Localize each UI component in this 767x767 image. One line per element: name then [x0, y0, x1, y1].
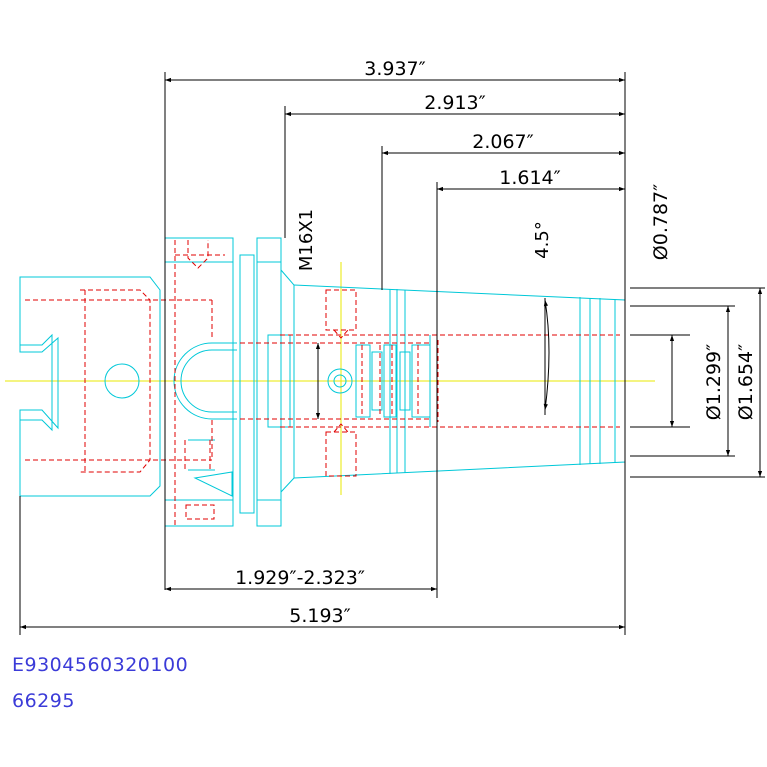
dim-nose-dia-large: Ø1.654″: [735, 344, 757, 420]
dim-gauge-range: 1.929″-2.323″: [235, 567, 365, 589]
dim-length-mid: 2.067″: [472, 131, 534, 153]
dimension-lines: [19, 72, 765, 635]
dim-thread: M16X1: [296, 209, 317, 271]
dim-overall-length-top: 3.937″: [364, 58, 426, 80]
part-code: 66295: [12, 690, 75, 712]
dim-bore-dia: Ø0.787″: [650, 184, 672, 260]
part-number: E9304560320100: [12, 654, 189, 676]
dim-overall-length: 5.193″: [289, 605, 351, 627]
hidden-lines: [25, 240, 620, 525]
dim-taper-angle: 4.5°: [532, 221, 553, 259]
dim-nose-dia-small: Ø1.299″: [703, 344, 725, 420]
dim-length-from-flange: 2.913″: [424, 92, 486, 114]
holder-body-outline: [19, 237, 626, 527]
dim-length-short: 1.614″: [499, 167, 561, 189]
